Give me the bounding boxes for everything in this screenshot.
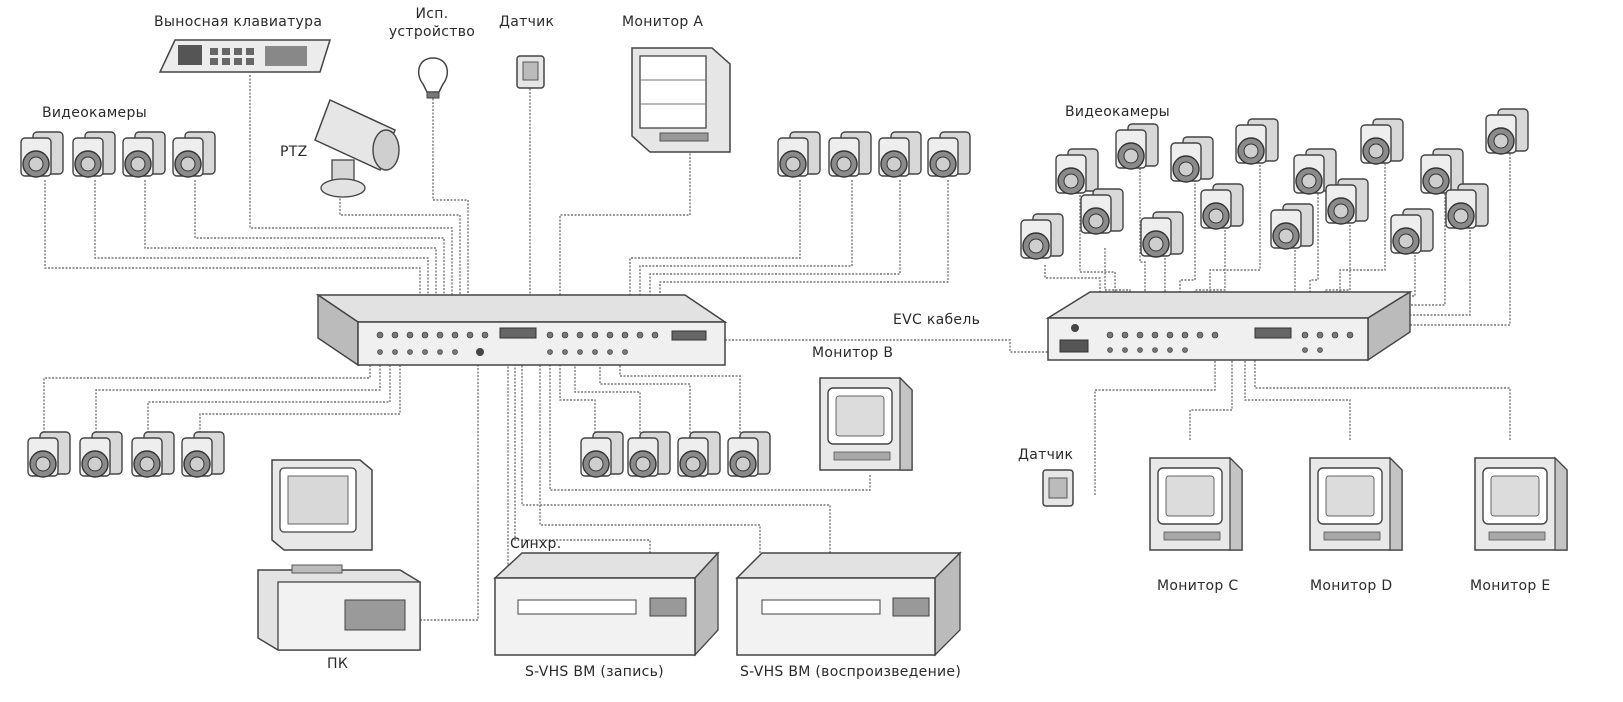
camera-group-top-center [778,132,970,177]
monitor-c-label: Монитор C [1157,578,1238,594]
ptz-camera [315,100,399,197]
secondary-switcher [1048,292,1410,360]
ptz-label: PTZ [280,144,308,160]
lightbulb-icon [419,58,448,98]
pc [258,460,420,650]
camera-group-bottom-center [581,432,770,477]
vcr-playback [737,553,960,655]
monitor-b-label: Монитор B [812,345,893,361]
vcr-playback-label: S-VHS ВМ (воспроизведение) [740,664,961,680]
monitor-d [1310,458,1402,550]
device-label-line1: Исп. [392,6,472,22]
device-label-line2: устройство [382,24,482,40]
camera-group-top-left [21,132,215,177]
monitor-b [820,378,912,470]
monitor-e-label: Монитор E [1470,578,1551,594]
cameras-right-label: Видеокамеры [1065,104,1170,120]
camera-group-bottom-left [28,432,224,477]
camera-group-right [1021,109,1528,259]
vcr-record [495,553,718,655]
remote-keyboard [160,40,330,72]
monitor-a-label: Монитор A [622,14,703,30]
sensor-top-label: Датчик [499,14,554,30]
monitor-c [1150,458,1242,550]
sensor-right [1043,470,1073,506]
sensor-right-label: Датчик [1018,447,1073,463]
evc-cable-label: EVC кабель [893,312,980,328]
sync-label: Синхр. [510,536,561,552]
main-switcher [318,295,725,365]
vcr-record-label: S-VHS ВМ (запись) [525,664,664,680]
monitor-e [1475,458,1567,550]
sensor-top [517,56,544,88]
monitor-a [632,48,730,152]
pc-label: ПК [327,656,348,672]
cameras-left-label: Видеокамеры [42,105,147,121]
monitor-d-label: Монитор D [1310,578,1392,594]
keyboard-label: Выносная клавиатура [154,14,322,30]
